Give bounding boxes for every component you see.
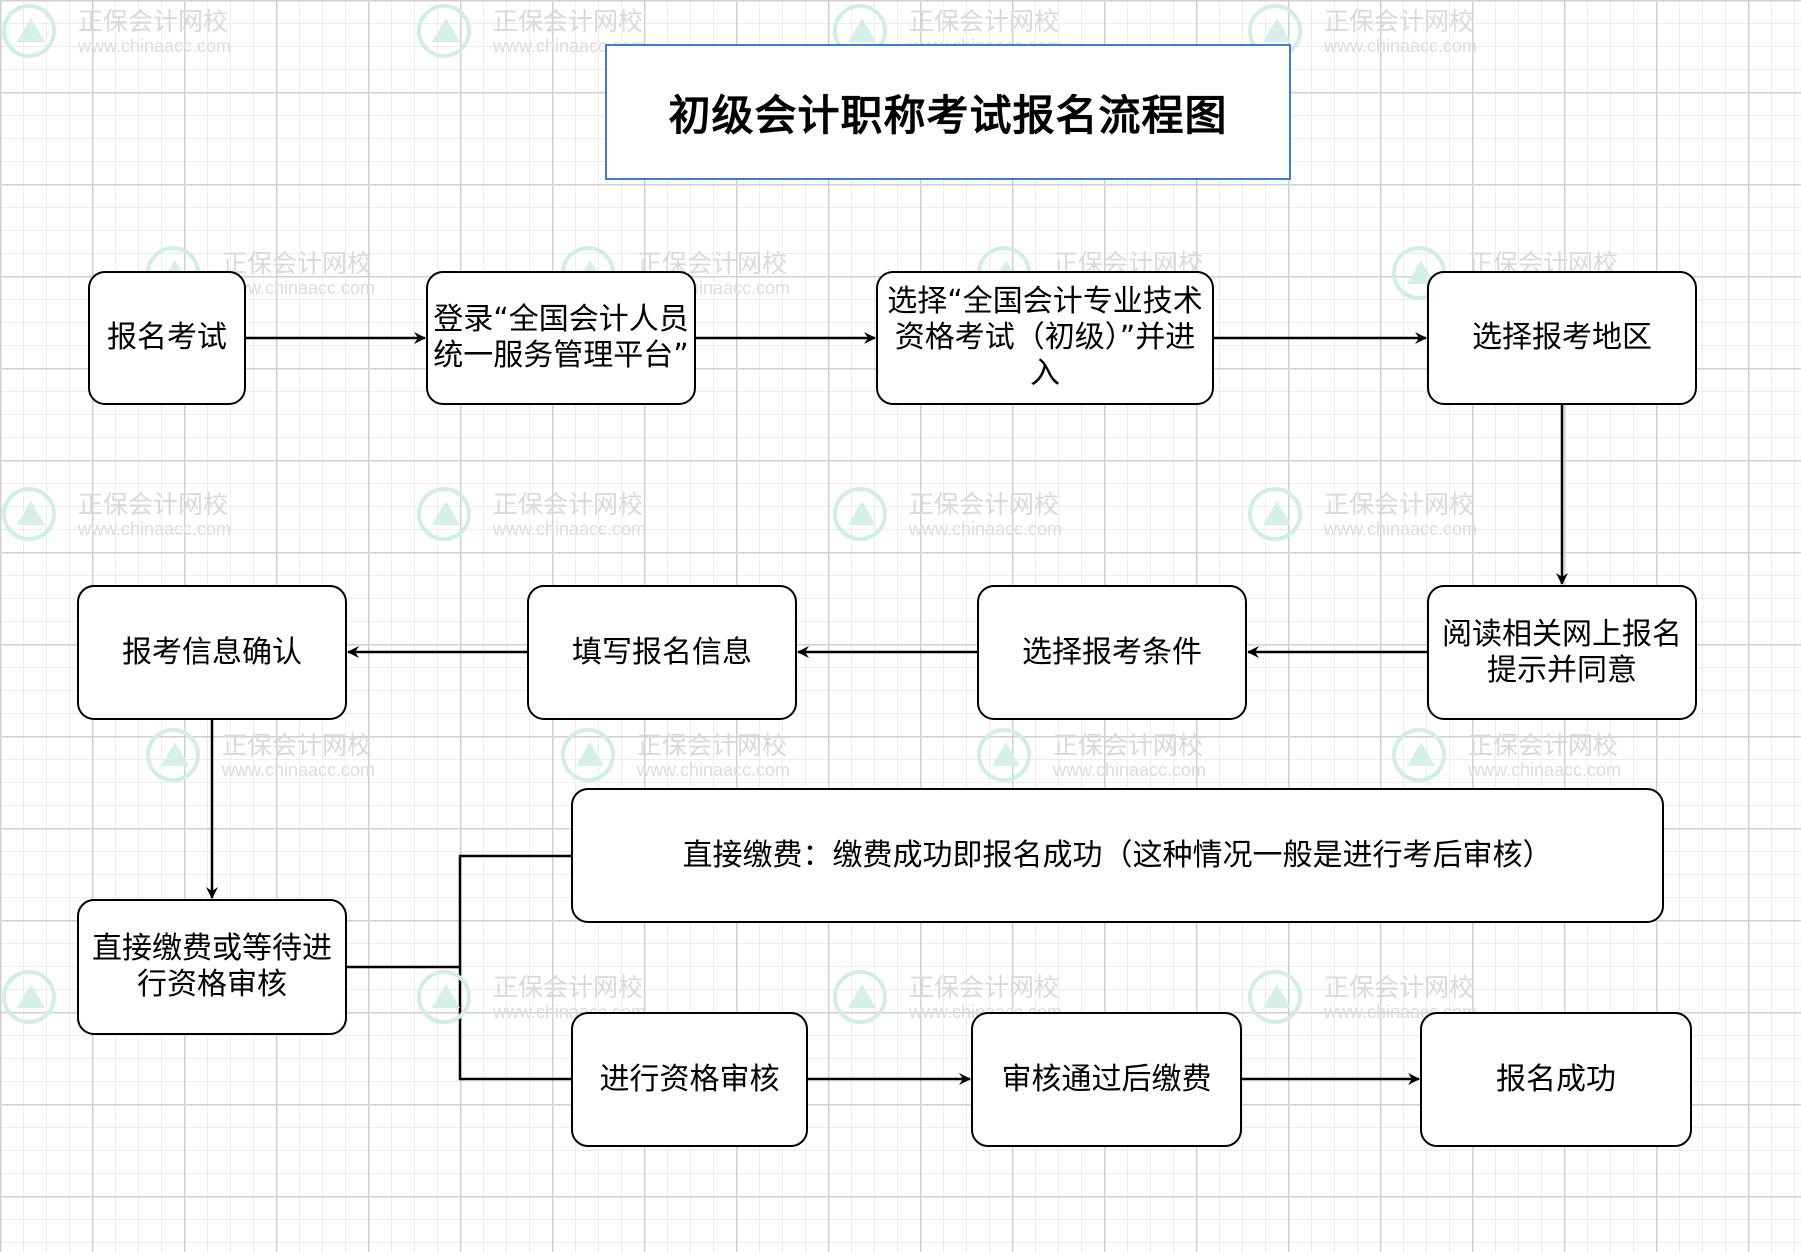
- step-read-agree: 阅读相关网上报名提示并同意: [1427, 585, 1697, 720]
- branch-to-review: [458, 967, 571, 1081]
- step-label: 阅读相关网上报名提示并同意: [1442, 616, 1682, 688]
- step-label: 选择“全国会计专业技术资格考试（初级）”并进入: [887, 284, 1203, 391]
- diagram-title-box: 初级会计职称考试报名流程图: [605, 44, 1291, 180]
- step-success: 报名成功: [1420, 1012, 1692, 1147]
- step-label: 报名考试: [107, 320, 227, 355]
- step-label: 报考信息确认: [122, 634, 302, 670]
- step-label: 直接缴费：缴费成功即报名成功（这种情况一般是进行考后审核）: [682, 837, 1553, 873]
- step-label: 选择报考条件: [1022, 634, 1202, 670]
- step-register-exam: 报名考试: [88, 271, 246, 405]
- step-login-platform: 登录“全国会计人员统一服务管理平台”: [426, 271, 696, 405]
- step-fill-info: 填写报名信息: [527, 585, 797, 720]
- step-qualification-review: 进行资格审核: [571, 1012, 808, 1147]
- step-label: 直接缴费或等待进行资格审核: [92, 931, 332, 1002]
- step-direct-pay: 直接缴费：缴费成功即报名成功（这种情况一般是进行考后审核）: [571, 788, 1664, 923]
- diagram-title: 初级会计职称考试报名流程图: [668, 90, 1228, 140]
- step-label: 填写报名信息: [572, 634, 752, 670]
- step-label: 登录“全国会计人员统一服务管理平台”: [433, 302, 689, 373]
- step-label: 审核通过后缴费: [1001, 1061, 1212, 1097]
- step-label: 报名成功: [1496, 1061, 1616, 1097]
- branch-to-direct-pay: [458, 854, 571, 967]
- step-label: 选择报考地区: [1472, 320, 1652, 355]
- step-pay-or-review: 直接缴费或等待进行资格审核: [77, 899, 347, 1035]
- step-confirm-info: 报考信息确认: [77, 585, 347, 720]
- step-pay-after-review: 审核通过后缴费: [971, 1012, 1242, 1147]
- step-select-conditions: 选择报考条件: [977, 585, 1247, 720]
- step-label: 进行资格审核: [599, 1061, 780, 1097]
- step-select-exam: 选择“全国会计专业技术资格考试（初级）”并进入: [876, 271, 1214, 405]
- step-select-region: 选择报考地区: [1427, 271, 1697, 405]
